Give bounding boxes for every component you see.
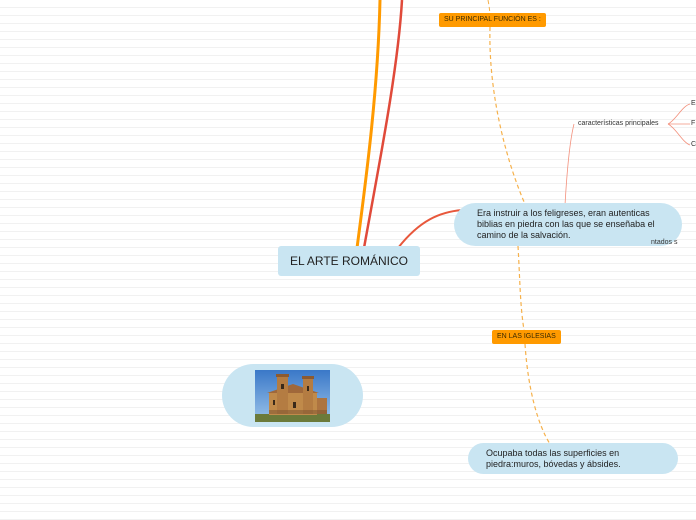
feature-item-e-text: E bbox=[691, 100, 696, 107]
link-dashed-top bbox=[487, 0, 491, 21]
link-dashed-churches-text bbox=[524, 343, 551, 445]
link-feature-c bbox=[667, 123, 691, 146]
link-dashed-churches bbox=[517, 245, 525, 331]
churches-label[interactable]: EN LAS IGLESIAS bbox=[492, 330, 561, 344]
link-feature-e bbox=[667, 103, 691, 125]
main-function-bubble[interactable]: Era instruir a los feligreses, eran aute… bbox=[454, 203, 682, 246]
link-orange-up bbox=[355, 0, 382, 249]
image-node[interactable] bbox=[222, 364, 363, 427]
main-function-text: Era instruir a los feligreses, eran aute… bbox=[477, 208, 655, 240]
link-dashed-function bbox=[489, 26, 526, 205]
partial-node-text: ntados s bbox=[651, 239, 678, 246]
churches-bubble[interactable]: Ocupaba todas las superficies en piedra:… bbox=[468, 443, 678, 474]
central-topic[interactable]: EL ARTE ROMÁNICO bbox=[278, 246, 420, 276]
feature-item-e[interactable]: E bbox=[691, 100, 696, 107]
main-function-label[interactable]: SU PRINCIPAL FUNCIÓN ES : bbox=[439, 13, 546, 27]
central-topic-label: EL ARTE ROMÁNICO bbox=[289, 254, 409, 268]
churches-label-text: EN LAS IGLESIAS bbox=[497, 333, 556, 340]
link-features bbox=[564, 123, 575, 206]
feature-item-f-text: F bbox=[691, 120, 696, 127]
churches-text: Ocupaba todas las superficies en piedra:… bbox=[486, 448, 621, 469]
feature-item-c-text: C bbox=[691, 141, 696, 148]
link-central-to-function bbox=[397, 209, 463, 249]
features-label-text: características principales bbox=[578, 120, 659, 127]
feature-item-c[interactable]: C bbox=[691, 141, 696, 148]
partial-node[interactable]: ntados s bbox=[651, 239, 677, 246]
church-image bbox=[255, 369, 330, 422]
feature-item-f[interactable]: F bbox=[691, 120, 695, 127]
main-function-label-text: SU PRINCIPAL FUNCIÓN ES : bbox=[444, 16, 541, 23]
features-label[interactable]: características principales bbox=[578, 120, 659, 127]
link-red-up bbox=[362, 0, 404, 249]
